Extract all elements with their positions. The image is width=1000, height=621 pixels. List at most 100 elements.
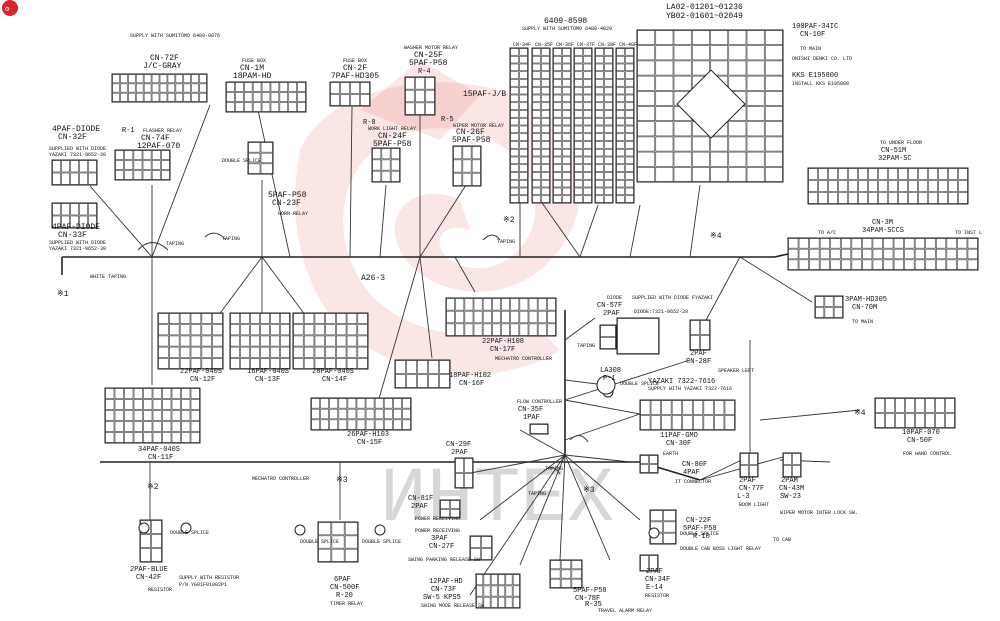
- serial-line-2: YB02-01601~02049: [666, 12, 743, 21]
- label-cn37f: CN-37F: [577, 42, 595, 48]
- label-cn30f: CN-30F: [666, 440, 691, 448]
- label-mechatro-controller-b: MECHATRO CONTROLLER: [252, 476, 309, 482]
- label-15paf-jb: 15PAF-J/B: [463, 90, 506, 99]
- label-mark2-top: ※2: [503, 216, 515, 225]
- label-cn27f: CN-27F: [429, 543, 454, 551]
- label-r8: R-8: [363, 119, 376, 127]
- label-mark3-bottom: ※3: [336, 476, 348, 485]
- splice-icon: [648, 527, 660, 539]
- label-cn2f: CN-2F: [343, 64, 367, 73]
- label-install-kks: INSTALL KKS E195800: [792, 81, 849, 87]
- connector-cn30f: [639, 399, 736, 431]
- label-100paf-34ic: 100PAF-34IC: [792, 23, 838, 31]
- label-mechatro-controller-a: MECHATRO CONTROLLER: [495, 356, 552, 362]
- label-power-receiving: POWER RECEIVING: [415, 516, 460, 522]
- label-cn17f: CN-17F: [490, 346, 515, 354]
- splice-icon: [374, 524, 386, 536]
- label-18paf-h102: 18PAF-H102: [449, 372, 491, 380]
- label-cn36f: CN-36F: [556, 42, 574, 48]
- label-cn73f: CN-73F: [431, 586, 456, 594]
- connector-cn29f: [454, 457, 474, 489]
- label-taping-e: TAPING: [545, 466, 563, 472]
- connector-cn32f: [51, 159, 98, 186]
- label-r4: R-4: [418, 68, 431, 76]
- main-harness: [61, 104, 861, 596]
- label-sw5-kps5: SW-5 KPS5: [423, 594, 461, 602]
- label-12paf-hd: 12PAF-HD: [429, 578, 463, 586]
- connector-cn500f: [317, 521, 359, 563]
- label-supply-yazaki: SUPPLY WITH YAZAKI 7322-7616: [648, 386, 732, 392]
- label-double-splice-f: DOUBLE SPLICE: [680, 531, 719, 537]
- label-cn11f: CN-11F: [148, 454, 173, 462]
- connector-cn23f: [247, 141, 274, 175]
- label-12paf-070: 12PAF-070: [137, 142, 180, 151]
- label-yazaki-7322: YAZAKI 7322-7616: [648, 378, 715, 386]
- label-cn35f-b: CN-35F: [518, 406, 543, 414]
- brand-badge-letter: ⚙: [5, 6, 10, 14]
- label-cn42f: CN-42F: [136, 574, 161, 582]
- label-16paf-040s: 16PAF-040S: [247, 368, 289, 376]
- connector-cn57f: [599, 324, 617, 350]
- label-cn23f: CN-23F: [272, 199, 301, 208]
- label-onishi-denki: ONISHI DENKI CO. LTD: [792, 56, 852, 62]
- speaker-icon: [596, 375, 616, 395]
- label-kks-e195800: KKS E195800: [792, 72, 838, 80]
- connector-cn17f: [445, 297, 557, 337]
- label-a26-3: A26-3: [361, 274, 385, 283]
- label-to-main-b: TO MAIN: [852, 319, 873, 325]
- label-sw23: SW-23: [780, 493, 801, 501]
- label-cn26f: CN-26F: [456, 128, 485, 137]
- label-taping-d: TAPING: [577, 343, 595, 349]
- connector-cn70m: [814, 295, 844, 319]
- label-power-receiving-b: POWER RECEIVING: [415, 528, 460, 534]
- label-r5: R-5: [441, 116, 454, 124]
- label-double-cab-boss: DOUBLE CAB BOSS LIGHT RELAY: [680, 546, 761, 552]
- label-white-taping: WHITE TAPING: [90, 274, 126, 280]
- label-6paf-cn500f: 6PAF: [334, 576, 351, 584]
- label-r20: R-20: [336, 592, 353, 600]
- connector-cn35f-jb: [531, 47, 551, 204]
- label-mark4-top: ※4: [710, 232, 722, 241]
- connector-cn11f: [104, 387, 201, 444]
- label-r1: R-1: [122, 127, 135, 135]
- label-2paf-cn77f: 2PAF: [739, 477, 756, 485]
- label-swing-mode-release: SWING MODE RELEASE SW: [421, 603, 484, 609]
- label-taping-b: TAPING: [222, 236, 240, 242]
- label-5paf-p58-a: 5PAF-P58: [268, 191, 307, 200]
- label-supply-diode-b1: SUPPLIED WITH DIODE: [49, 240, 106, 246]
- connector-cn26f: [452, 145, 482, 187]
- label-to-under-floor: TO UNDER FLOOR: [880, 140, 922, 146]
- label-supply-sumitomo-b: SUPPLY WITH SUMITOMO 6409-4029: [522, 26, 612, 32]
- label-cn40f: CN-40F: [619, 42, 637, 48]
- label-2paf-cn29f: 2PAF: [451, 449, 468, 457]
- label-double-splice-a: DOUBLE SPLICE: [222, 158, 261, 164]
- label-resistor-a: RESISTOR: [148, 587, 172, 593]
- label-cn35f: CN-35F: [535, 42, 553, 48]
- connector-cn2f: [329, 81, 371, 107]
- label-supply-diode-a1: SUPPLIED WITH DIODE: [49, 146, 106, 152]
- label-mark1: ※1: [57, 290, 69, 299]
- label-taping-c: TAPING: [497, 239, 515, 245]
- label-wiper-motor-interlock: WIPER MOTOR INTER LOCK SW.: [780, 510, 858, 516]
- label-p1: P-1: [603, 375, 616, 383]
- connector-cn28f: [689, 319, 711, 351]
- label-5paf-p58-d: 5PAF-P58: [452, 136, 491, 145]
- label-cn51m: CN-51M: [881, 147, 906, 155]
- connector-cn38f-jb: [594, 47, 614, 204]
- label-cn72f: CN-72F: [150, 54, 179, 63]
- label-2paf-blue: 2PAF-BLUE: [130, 566, 168, 574]
- label-cn38f: CN-38F: [598, 42, 616, 48]
- label-double-splice-c: DOUBLE SPLICE: [170, 530, 209, 536]
- label-cn3m: CN-3M: [872, 219, 893, 227]
- splice-icon: [138, 522, 150, 534]
- connector-diode: [616, 317, 660, 355]
- connector-cn33f: [51, 202, 98, 229]
- connector-cn37f-jb: [573, 47, 593, 204]
- connector-cn12f: [157, 312, 224, 370]
- label-boom-light: BOOM LIGHT: [739, 502, 769, 508]
- label-cn81f: CN-81F: [408, 495, 433, 503]
- label-supply-resistor: SUPPLY WITH RESISTOR: [179, 575, 239, 581]
- label-washer-motor-relay: WASHER MOTOR RELAY: [404, 45, 458, 51]
- connector-cn16f: [394, 359, 451, 389]
- label-la308: LA308: [600, 367, 621, 375]
